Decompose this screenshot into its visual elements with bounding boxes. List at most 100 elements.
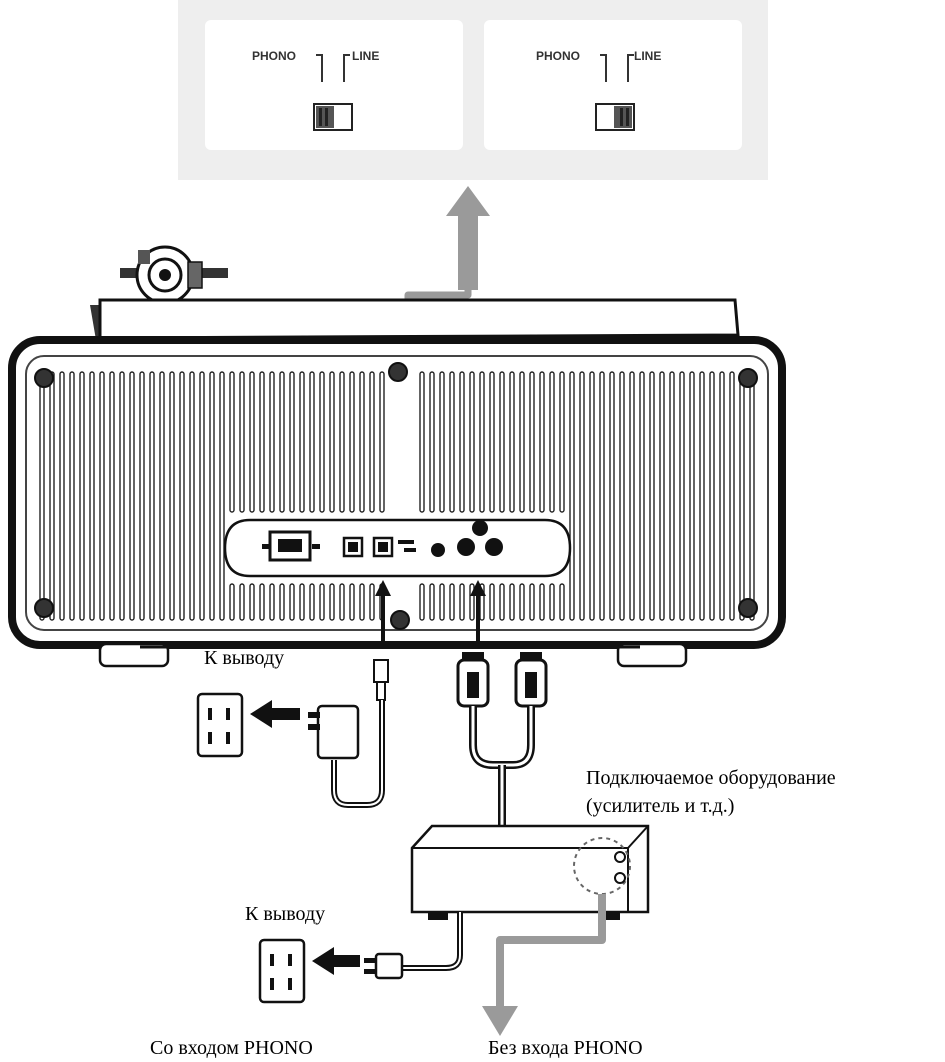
amplifier <box>364 824 650 980</box>
vent-slot <box>509 583 515 621</box>
vent-slot <box>609 371 615 621</box>
vent-slot <box>229 583 235 621</box>
vent-slot <box>559 371 565 513</box>
vent-slot <box>309 583 315 621</box>
vent-slot <box>349 371 355 513</box>
vent-slot <box>429 583 435 621</box>
vent-slot <box>449 583 455 621</box>
wall-outlet-top <box>196 692 244 758</box>
vent-slot <box>239 371 245 513</box>
vent-slot <box>729 371 735 621</box>
rear-connector-panel <box>223 518 572 578</box>
vent-slot <box>589 371 595 621</box>
vent-slot <box>689 371 695 621</box>
vent-slot <box>289 583 295 621</box>
connection-arrows <box>375 580 486 645</box>
vent-slot <box>169 371 175 621</box>
rca-jack-icon <box>614 872 626 884</box>
vent-slot <box>89 371 95 621</box>
switch-card-phono: PHONO LINE <box>205 20 463 150</box>
vent-slot <box>249 371 255 513</box>
line-label: LINE <box>352 49 379 63</box>
vent-slot <box>519 371 525 513</box>
rca-jack-icon <box>472 520 488 536</box>
vent-slot <box>279 583 285 621</box>
rca-jack-icon <box>485 538 503 556</box>
wall-outlet-bottom <box>258 938 306 1004</box>
vent-slot <box>259 583 265 621</box>
vent-slot <box>199 371 205 621</box>
vent-slot <box>479 371 485 513</box>
vent-slot <box>119 371 125 621</box>
vent-slot <box>489 371 495 513</box>
vent-slot <box>529 583 535 621</box>
vent-slot <box>259 371 265 513</box>
phono-line-switch <box>313 103 353 131</box>
vent-slot <box>289 371 295 513</box>
vent-slot <box>189 371 195 621</box>
to-outlet-label-top: К выводу <box>204 647 284 669</box>
turntable <box>8 245 786 668</box>
arrow-left-icon <box>312 947 360 975</box>
vent-slot <box>209 371 215 621</box>
vent-slot <box>569 371 575 621</box>
phono-label: PHONO <box>536 49 580 63</box>
vent-slot <box>499 583 505 621</box>
vent-slot <box>679 371 685 621</box>
foot-left <box>98 642 170 668</box>
vent-slot <box>219 371 225 621</box>
vent-slot <box>669 371 675 621</box>
vent-slot <box>139 371 145 621</box>
vent-slot <box>79 371 85 621</box>
vent-slot <box>109 371 115 621</box>
vent-slot <box>59 371 65 621</box>
vent-slot <box>339 371 345 513</box>
vent-slot <box>519 583 525 621</box>
vent-slot <box>459 583 465 621</box>
line-label: LINE <box>634 49 661 63</box>
line-bracket <box>627 54 634 82</box>
vent-grille <box>39 371 755 621</box>
vent-slot <box>299 371 305 513</box>
power-adapter <box>308 659 389 808</box>
phono-bracket <box>316 54 323 82</box>
vent-slot <box>619 371 625 621</box>
vent-slot <box>699 371 705 621</box>
vent-slot <box>299 583 305 621</box>
vent-slot <box>749 371 755 621</box>
vent-slot <box>349 583 355 621</box>
vent-slot <box>279 371 285 513</box>
vent-slot <box>439 583 445 621</box>
line-bracket <box>343 54 350 82</box>
vent-slot <box>459 371 465 513</box>
phono-line-switch <box>595 103 635 131</box>
without-phono-arrow <box>482 894 606 1036</box>
vent-slot <box>69 371 75 621</box>
vent-slot <box>439 371 445 513</box>
vent-slot <box>249 583 255 621</box>
vent-slot <box>309 371 315 513</box>
vent-slot <box>379 371 385 513</box>
vent-slot <box>329 371 335 513</box>
vent-slot <box>549 371 555 513</box>
foot-right <box>616 642 688 668</box>
vent-slot <box>539 371 545 513</box>
vent-slot <box>329 583 335 621</box>
arrow-left-icon <box>250 700 300 728</box>
rca-jack-icon <box>457 538 475 556</box>
switch-card-right <box>484 20 742 150</box>
switch-card-line: PHONO LINE <box>484 20 742 150</box>
vent-slot <box>359 371 365 513</box>
vent-slot <box>649 371 655 621</box>
vent-slot <box>179 371 185 621</box>
vent-slot <box>539 583 545 621</box>
vent-slot <box>549 583 555 621</box>
vent-slot <box>659 371 665 621</box>
vent-slot <box>639 371 645 621</box>
vent-slot <box>599 371 605 621</box>
equipment-label-line2: (усилитель и т.д.) <box>586 795 734 817</box>
vent-slot <box>709 371 715 621</box>
vent-slot <box>129 371 135 621</box>
vent-slot <box>429 371 435 513</box>
